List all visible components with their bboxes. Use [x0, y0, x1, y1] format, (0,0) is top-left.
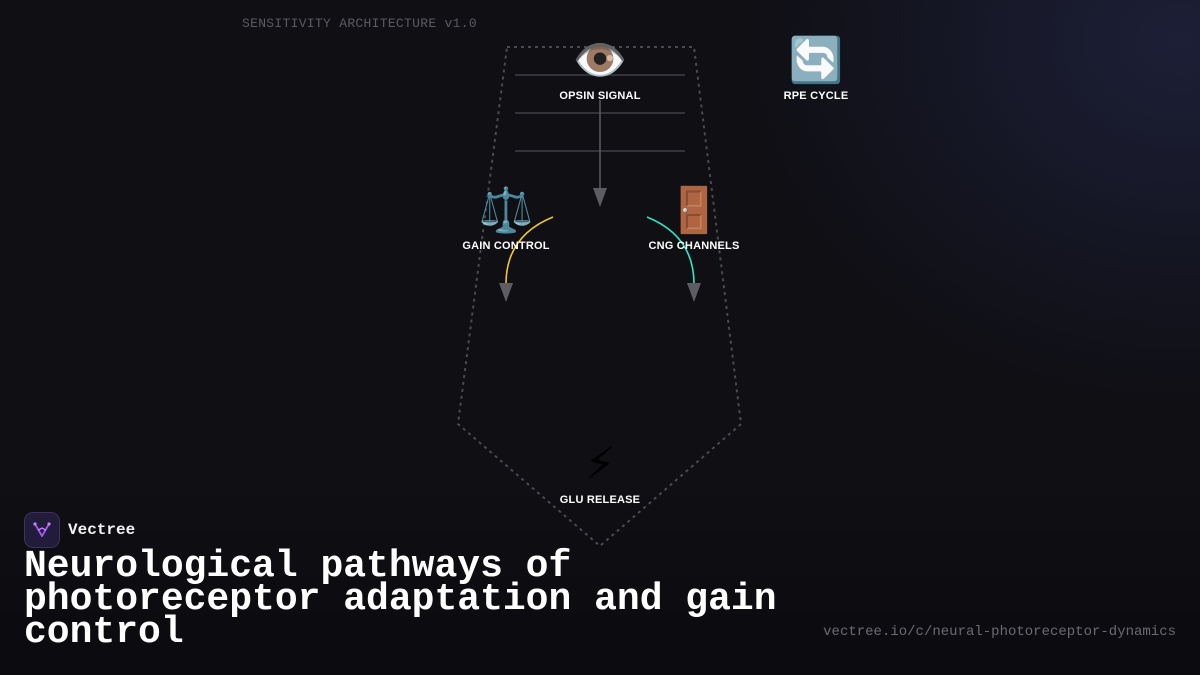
node-label-opsin-signal: OPSIN SIGNAL — [559, 90, 641, 102]
cng-channels-arrowhead — [687, 283, 701, 302]
node-cng-channels: 🚪 CNG CHANNELS — [648, 185, 740, 253]
gain-control-curve — [505, 216, 554, 285]
vectree-logo-icon — [24, 512, 60, 548]
balance-scale-icon: ⚖️ — [478, 185, 534, 236]
opsin-down-arrowhead — [593, 188, 607, 207]
pathway-boundary-outline — [456, 46, 743, 548]
cycle-arrows-icon: 🔄 — [788, 35, 844, 86]
node-label-glu-release: GLU RELEASE — [559, 494, 641, 506]
brand: Vectree — [24, 512, 135, 548]
source-url[interactable]: vectree.io/c/neural-photoreceptor-dynami… — [823, 624, 1176, 640]
node-opsin-signal: 👁️ OPSIN SIGNAL — [559, 35, 641, 103]
gain-control-arrowhead — [499, 283, 513, 302]
lightning-icon: ⚡ — [584, 439, 616, 490]
node-label-rpe-cycle: RPE CYCLE — [783, 90, 849, 102]
diagram-caption: SENSITIVITY ARCHITECTURE v1.0 — [242, 16, 477, 31]
node-label-cng-channels: CNG CHANNELS — [648, 240, 740, 252]
node-label-gain-control: GAIN CONTROL — [462, 240, 550, 252]
eye-icon: 👁️ — [572, 35, 628, 86]
node-glu-release: ⚡ GLU RELEASE — [559, 439, 641, 507]
node-rpe-cycle: 🔄 RPE CYCLE — [783, 35, 849, 103]
page-title: Neurological pathways of photoreceptor a… — [24, 545, 777, 654]
node-gain-control: ⚖️ GAIN CONTROL — [462, 185, 550, 253]
door-icon: 🚪 — [666, 185, 722, 236]
brand-name: Vectree — [68, 521, 136, 539]
cng-channels-curve — [646, 216, 695, 285]
